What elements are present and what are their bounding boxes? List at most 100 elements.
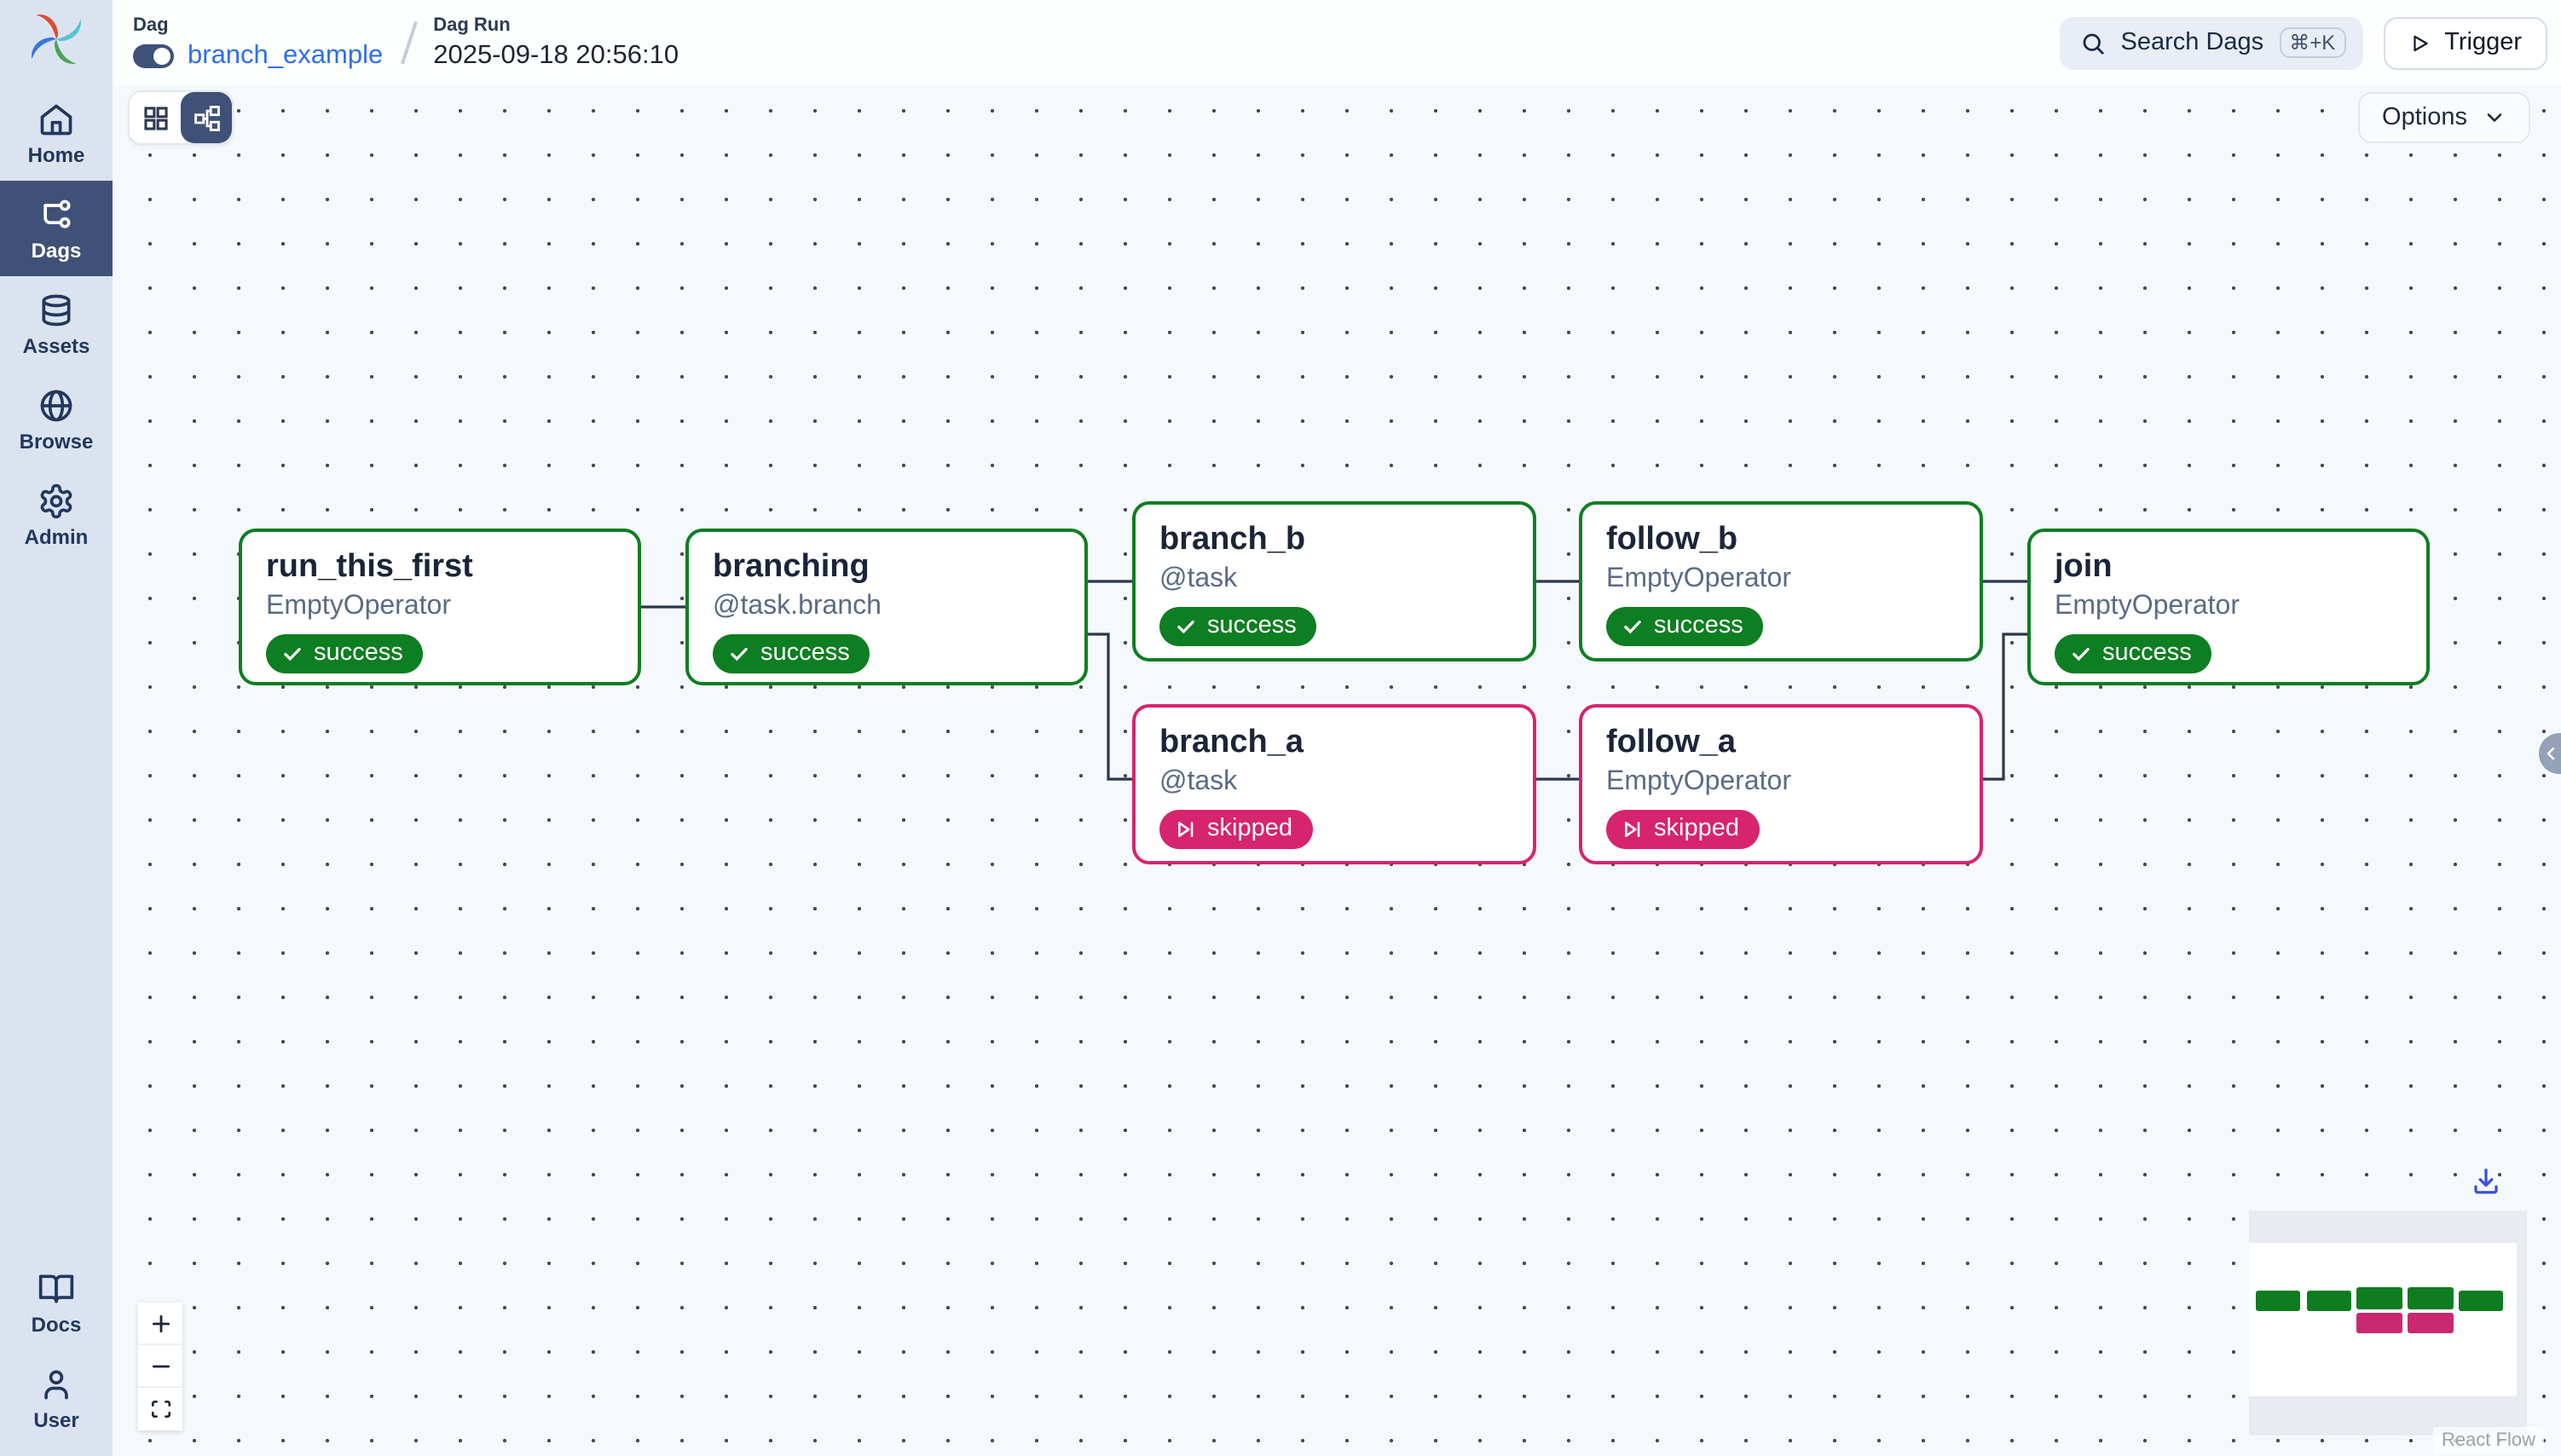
task-operator: @task bbox=[1159, 563, 1238, 593]
breadcrumb-dag: Dag branch_example bbox=[133, 14, 383, 71]
task-node-branch_a[interactable]: branch_a @task skipped bbox=[1132, 704, 1536, 864]
minimap-node-branch_b bbox=[2356, 1287, 2402, 1309]
canvas-controls bbox=[138, 1303, 182, 1430]
home-icon bbox=[40, 104, 72, 136]
grid-icon bbox=[143, 106, 167, 130]
task-state-badge: skipped bbox=[1606, 809, 1760, 849]
options-button[interactable]: Options bbox=[2358, 92, 2530, 143]
options-label: Options bbox=[2382, 104, 2467, 131]
graph-canvas[interactable]: run_this_first EmptyOperator success bra… bbox=[113, 85, 2561, 1456]
task-title: branching bbox=[713, 549, 870, 585]
minimap-node-follow_a bbox=[2408, 1313, 2454, 1333]
dag-run-breadcrumb-label: Dag Run bbox=[433, 14, 511, 35]
sidebar-item-label: Assets bbox=[22, 334, 90, 358]
dag-name-link[interactable]: branch_example bbox=[188, 40, 384, 69]
dag-edges bbox=[641, 580, 2027, 781]
task-state-badge: skipped bbox=[1159, 809, 1313, 849]
skip-icon bbox=[1625, 821, 1640, 836]
zoom-out-button[interactable] bbox=[138, 1345, 182, 1388]
minus-icon bbox=[151, 1364, 170, 1367]
plus-icon bbox=[151, 1314, 170, 1332]
sidebar-spacer bbox=[0, 563, 113, 1255]
chevron-down-icon bbox=[2487, 113, 2502, 122]
task-node-run_this_first[interactable]: run_this_first EmptyOperator success bbox=[239, 529, 641, 685]
sidebar-item-admin[interactable]: Admin bbox=[0, 467, 113, 563]
task-state-label: success bbox=[314, 639, 403, 667]
task-operator: EmptyOperator bbox=[1606, 563, 1791, 593]
task-state-label: success bbox=[2102, 639, 2192, 667]
play-icon bbox=[2413, 34, 2427, 51]
sidebar-item-browse[interactable]: Browse bbox=[0, 372, 113, 467]
task-operator: EmptyOperator bbox=[1606, 766, 1791, 796]
task-state-label: success bbox=[1654, 612, 1743, 640]
dag-breadcrumb-label: Dag bbox=[133, 14, 169, 35]
zoom-in-button[interactable] bbox=[138, 1303, 182, 1345]
sidebar-item-dags[interactable]: Dags bbox=[0, 181, 113, 276]
dag-run-timestamp: 2025-09-18 20:56:10 bbox=[433, 40, 679, 69]
minimap[interactable] bbox=[2249, 1210, 2527, 1436]
gear-icon bbox=[40, 483, 72, 519]
airflow-logo[interactable] bbox=[0, 0, 113, 85]
chevron-left-icon bbox=[2547, 747, 2555, 760]
sidebar-item-label: Dags bbox=[31, 239, 82, 263]
sidebar-item-label: Docs bbox=[31, 1313, 82, 1337]
minimap-node-branching bbox=[2307, 1291, 2351, 1311]
grid-view-button[interactable] bbox=[130, 92, 181, 143]
task-title: join bbox=[2055, 549, 2113, 585]
react-flow-attribution: React Flow bbox=[2432, 1427, 2544, 1454]
task-state-badge: success bbox=[266, 633, 424, 673]
task-node-follow_b[interactable]: follow_b EmptyOperator success bbox=[1579, 501, 1983, 662]
task-title: branch_b bbox=[1159, 522, 1306, 558]
download-button[interactable] bbox=[2469, 1166, 2503, 1200]
task-state-label: success bbox=[1207, 612, 1297, 640]
sidebar-item-home[interactable]: Home bbox=[0, 85, 113, 181]
task-operator: @task.branch bbox=[713, 591, 882, 621]
check-icon bbox=[1177, 620, 1194, 633]
task-node-join[interactable]: join EmptyOperator success bbox=[2027, 529, 2430, 685]
fit-view-button[interactable] bbox=[138, 1388, 182, 1430]
main-area: Dag branch_example Dag Run 2025-09-18 20… bbox=[113, 0, 2561, 1456]
book-icon bbox=[38, 1274, 74, 1303]
topbar: Dag branch_example Dag Run 2025-09-18 20… bbox=[113, 0, 2561, 85]
task-operator: @task bbox=[1159, 766, 1238, 796]
globe-icon bbox=[40, 390, 72, 422]
task-state-label: skipped bbox=[1207, 815, 1292, 843]
edge-branching-branch_a bbox=[1088, 633, 1132, 781]
sidebar-item-label: Browse bbox=[19, 430, 94, 454]
search-label: Search Dags bbox=[2120, 29, 2264, 56]
airflow-pinwheel-icon bbox=[32, 14, 81, 64]
trigger-button[interactable]: Trigger bbox=[2383, 16, 2547, 69]
download-icon bbox=[2474, 1168, 2498, 1194]
minimap-node-follow_b bbox=[2408, 1287, 2454, 1309]
search-dags-button[interactable]: Search Dags ⌘+K bbox=[2059, 16, 2363, 69]
sidebar-item-label: Admin bbox=[24, 525, 89, 549]
check-icon bbox=[284, 647, 301, 661]
task-title: branch_a bbox=[1159, 725, 1304, 760]
task-state-label: success bbox=[760, 639, 850, 667]
database-icon bbox=[42, 294, 71, 326]
graph-view-button[interactable] bbox=[181, 92, 232, 143]
sidebar-item-user[interactable]: User bbox=[0, 1350, 113, 1456]
sidebar: Home Dags Assets Browse Admin bbox=[0, 0, 113, 1456]
task-state-badge: success bbox=[1606, 606, 1764, 646]
minimap-node-run_this_first bbox=[2256, 1291, 2300, 1311]
edge-follow_a-join bbox=[1983, 633, 2027, 781]
person-icon bbox=[44, 1370, 68, 1400]
toggle-knob bbox=[153, 47, 171, 64]
sidebar-item-assets[interactable]: Assets bbox=[0, 276, 113, 372]
trigger-label: Trigger bbox=[2444, 29, 2522, 56]
minimap-node-join bbox=[2459, 1291, 2503, 1311]
task-node-branch_b[interactable]: branch_b @task success bbox=[1132, 501, 1536, 662]
task-node-follow_a[interactable]: follow_a EmptyOperator skipped bbox=[1579, 704, 1983, 864]
dag-pause-toggle[interactable] bbox=[133, 43, 174, 67]
task-state-badge: success bbox=[713, 633, 870, 673]
breadcrumb-dag-run: Dag Run 2025-09-18 20:56:10 bbox=[433, 14, 679, 71]
view-mode-switch bbox=[128, 90, 234, 145]
check-icon bbox=[2073, 647, 2090, 661]
task-node-branching[interactable]: branching @task.branch success bbox=[685, 529, 1088, 685]
sidebar-item-docs[interactable]: Docs bbox=[0, 1255, 113, 1350]
task-state-badge: success bbox=[1159, 606, 1317, 646]
task-operator: EmptyOperator bbox=[266, 591, 451, 621]
graph-view-icon bbox=[194, 105, 219, 130]
